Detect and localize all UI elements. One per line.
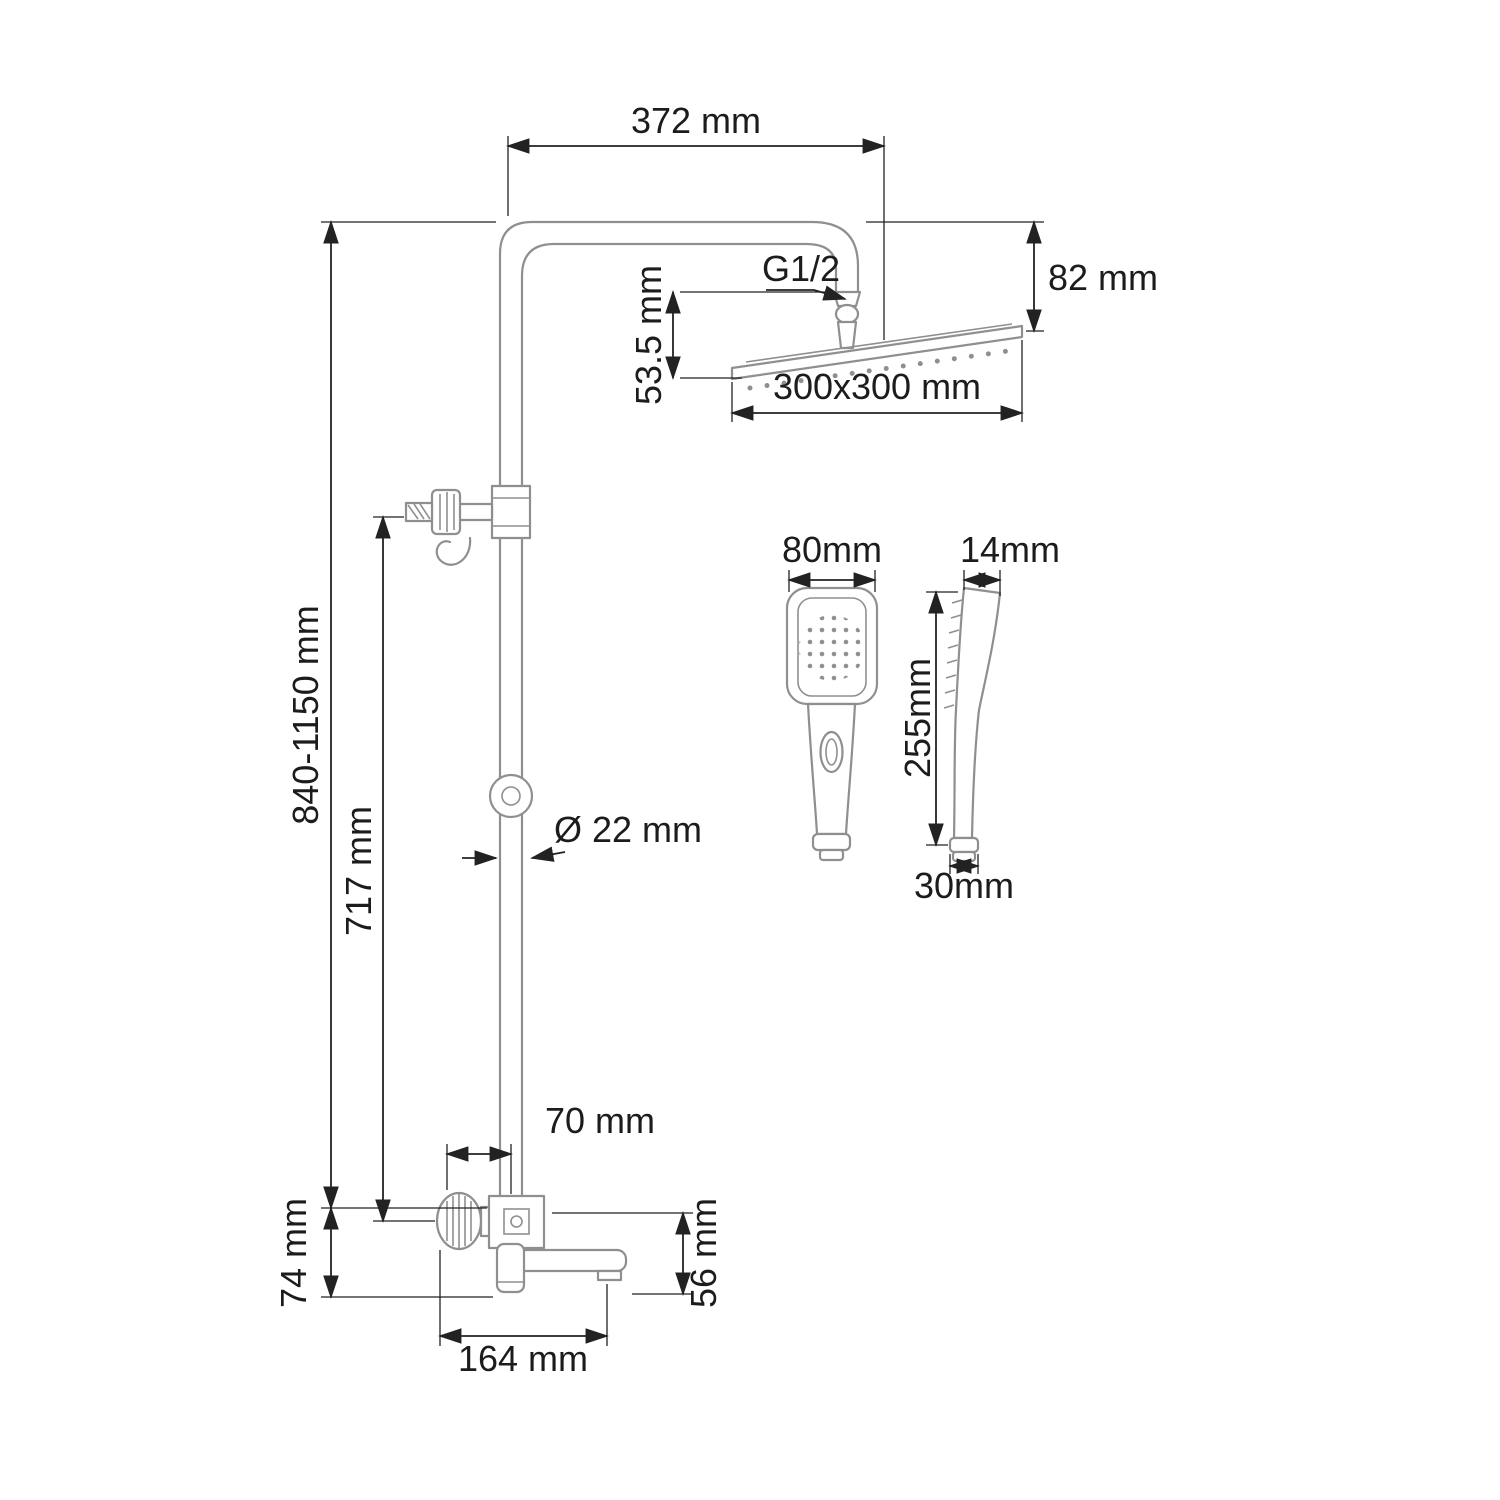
rain-shower-head bbox=[730, 323, 1024, 391]
spout-drop-label: 56 mm bbox=[683, 1198, 724, 1308]
spray-face bbox=[799, 615, 865, 681]
mode-button bbox=[819, 730, 844, 774]
hand-shower-front-view bbox=[785, 586, 879, 862]
thread-hatch bbox=[407, 503, 431, 520]
dim-thread-leader bbox=[766, 285, 847, 301]
column-height-label: 840-1150 mm bbox=[285, 605, 326, 824]
riser-pipe-and-arm bbox=[498, 220, 860, 1202]
thread-label: G1/2 bbox=[762, 248, 840, 289]
slider-knob bbox=[488, 773, 534, 819]
dim-head-size bbox=[730, 340, 1024, 422]
dim-spout-drop bbox=[552, 1211, 693, 1296]
head-size-label: 300x300 mm bbox=[773, 366, 981, 407]
pipe-diameter-label: Ø 22 mm bbox=[554, 809, 702, 850]
handshower-inlet-label: 30mm bbox=[914, 865, 1014, 906]
handshower-length-label: 255mm bbox=[897, 658, 938, 778]
diverter-to-mixer-label: 717 mm bbox=[338, 806, 379, 936]
handshower-hook bbox=[435, 536, 472, 566]
handshower-depth-label: 14mm bbox=[960, 529, 1060, 570]
dim-mixer-offset bbox=[445, 1144, 513, 1194]
dim-mixer-height bbox=[321, 1206, 493, 1299]
dim-handshower-depth bbox=[962, 570, 1002, 596]
handshower-width-label: 80mm bbox=[782, 529, 882, 570]
aerator bbox=[596, 1269, 623, 1282]
dim-spout-length bbox=[438, 1250, 609, 1346]
head-connector bbox=[832, 290, 862, 350]
dim-arm-reach bbox=[506, 136, 886, 340]
arm-reach-label: 372 mm bbox=[631, 100, 761, 141]
hand-shower-side-view bbox=[943, 586, 1002, 863]
dim-handshower-inlet bbox=[948, 854, 980, 874]
dim-column-height bbox=[321, 220, 496, 1210]
bath-spout bbox=[495, 1242, 628, 1294]
product-outline bbox=[404, 220, 1024, 1294]
dim-head-offset bbox=[665, 290, 834, 380]
head-offset-label: 53.5 mm bbox=[628, 265, 669, 405]
dim-handshower-width bbox=[787, 570, 877, 592]
mixer-height-label: 74 mm bbox=[273, 1198, 314, 1308]
dimension-labels: 372 mm 82 mm G1/2 53.5 mm 300x300 mm 840… bbox=[273, 100, 1158, 1379]
diverter-valve bbox=[404, 484, 532, 566]
dimension-lines bbox=[321, 136, 1044, 1346]
mixer-body bbox=[435, 1191, 546, 1251]
dim-head-drop bbox=[866, 220, 1044, 333]
dim-pipe-diameter bbox=[462, 846, 566, 866]
side-face-hatch bbox=[943, 599, 963, 709]
spout-length-label: 164 mm bbox=[458, 1338, 588, 1379]
mixer-offset-label: 70 mm bbox=[545, 1100, 655, 1141]
dim-diverter-to-mixer bbox=[373, 515, 435, 1223]
head-drop-label: 82 mm bbox=[1048, 257, 1158, 298]
dim-handshower-length bbox=[926, 590, 958, 847]
